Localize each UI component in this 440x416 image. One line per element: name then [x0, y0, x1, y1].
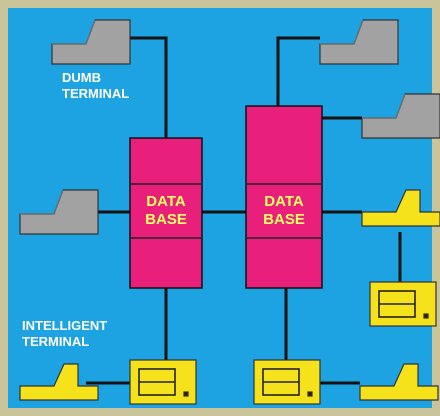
connection-lines — [86, 36, 402, 385]
database-left-label-1: DATA — [146, 193, 186, 210]
dumb-terminal-caption-1: DUMB — [62, 70, 101, 85]
database-left: DATA BASE — [129, 137, 203, 289]
database-right: DATA BASE — [245, 105, 323, 289]
database-right-label-1: DATA — [264, 193, 304, 210]
intelligent-terminal-icon — [253, 359, 321, 405]
dumb-terminal-caption-2: TERMINAL — [62, 86, 129, 101]
database-right-label-2: BASE — [263, 211, 305, 228]
intelligent-terminal-icon — [369, 281, 437, 327]
intelligent-terminal-icon — [129, 359, 197, 405]
intelligent-terminal-caption-2: TERMINAL — [22, 334, 89, 349]
link-dumb-top-left — [130, 36, 168, 138]
intelligent-terminal-caption-1: INTELLIGENT — [22, 318, 107, 333]
database-left-label-2: BASE — [145, 211, 187, 228]
link-dumb-top-right — [276, 36, 320, 106]
